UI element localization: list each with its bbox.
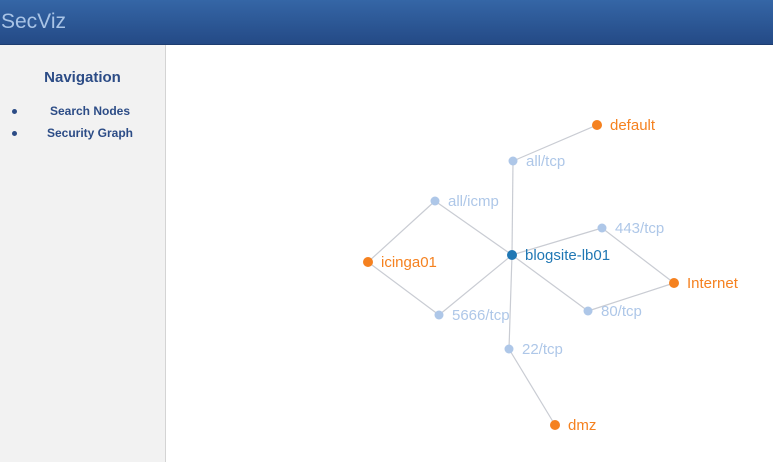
- security-graph[interactable]: default all/tcp all/icmp icinga01 blogsite-l…: [166, 45, 773, 462]
- graph-node-80-tcp[interactable]: 80/tcp: [583, 303, 642, 320]
- node-label: all/tcp: [526, 153, 565, 170]
- app-title[interactable]: SecViz: [1, 10, 66, 33]
- graph-edge: [367, 261, 440, 316]
- node-dot[interactable]: [504, 344, 514, 354]
- graph-edge: [601, 227, 675, 284]
- app-header: SecViz: [0, 0, 773, 45]
- node-dot[interactable]: [597, 223, 607, 233]
- graph-edge: [434, 200, 513, 256]
- graph-edge: [367, 200, 436, 263]
- nav-item-label[interactable]: Search Nodes: [49, 104, 131, 118]
- graph-edge: [512, 124, 598, 162]
- node-label: dmz: [568, 417, 596, 434]
- graph-node-blogsite-lb01[interactable]: blogsite-lb01: [507, 247, 610, 264]
- graph-edge: [587, 282, 675, 312]
- nav-item-search-nodes[interactable]: Search Nodes: [0, 103, 165, 125]
- graph-node-22-tcp[interactable]: 22/tcp: [504, 341, 563, 358]
- node-dot[interactable]: [583, 306, 593, 316]
- node-label: Internet: [687, 275, 739, 292]
- node-dot[interactable]: [550, 420, 560, 430]
- graph-edge: [508, 348, 556, 426]
- node-label: all/icmp: [448, 193, 499, 210]
- node-label: 22/tcp: [522, 341, 563, 358]
- node-dot[interactable]: [434, 310, 444, 320]
- node-dot[interactable]: [669, 278, 679, 288]
- graph-node-all-tcp[interactable]: all/tcp: [508, 153, 566, 170]
- node-label: icinga01: [381, 254, 437, 271]
- graph-canvas[interactable]: default all/tcp all/icmp icinga01 blogsite-l…: [166, 45, 773, 462]
- nav-item-label[interactable]: Security Graph: [46, 126, 134, 140]
- node-dot[interactable]: [430, 196, 440, 206]
- graph-node-default[interactable]: default: [592, 117, 656, 134]
- graph-node-internet[interactable]: Internet: [669, 275, 739, 292]
- node-dot[interactable]: [508, 156, 518, 166]
- sidebar: Navigation Search Nodes Security Graph: [0, 45, 166, 462]
- node-label: 443/tcp: [615, 220, 664, 237]
- nav-item-security-graph[interactable]: Security Graph: [0, 125, 165, 147]
- nav-list: Search Nodes Security Graph: [0, 103, 165, 147]
- bullet-icon: [12, 109, 17, 114]
- bullet-icon: [12, 131, 17, 136]
- graph-edge: [511, 227, 603, 256]
- graph-node-5666-tcp[interactable]: 5666/tcp: [434, 307, 510, 324]
- graph-nodes: default all/tcp all/icmp icinga01 blogsite-l…: [363, 117, 739, 434]
- node-label: blogsite-lb01: [525, 247, 610, 264]
- node-dot[interactable]: [592, 120, 602, 130]
- node-label: default: [610, 117, 656, 134]
- graph-edge: [511, 160, 514, 256]
- nav-heading: Navigation: [44, 69, 121, 86]
- graph-edge: [508, 254, 513, 350]
- graph-edge: [511, 254, 589, 312]
- node-label: 80/tcp: [601, 303, 642, 320]
- node-dot[interactable]: [363, 257, 373, 267]
- graph-edges: [367, 124, 675, 426]
- graph-node-dmz[interactable]: dmz: [550, 417, 596, 434]
- node-dot[interactable]: [507, 250, 517, 260]
- graph-edge: [438, 254, 513, 316]
- graph-node-all-icmp[interactable]: all/icmp: [430, 193, 499, 210]
- node-label: 5666/tcp: [452, 307, 510, 324]
- graph-node-443-tcp[interactable]: 443/tcp: [597, 220, 665, 237]
- graph-node-icinga01[interactable]: icinga01: [363, 254, 437, 271]
